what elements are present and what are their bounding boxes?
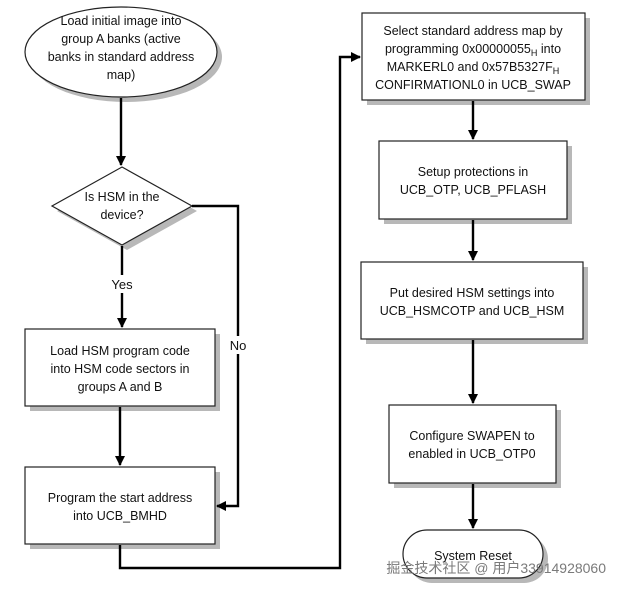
swapen-line-2: enabled in UCB_OTP0 (408, 447, 535, 461)
setup-protections-box: Setup protections in UCB_OTP, UCB_PFLASH (378, 140, 572, 224)
select-address-map-text: Select standard address map by programmin… (375, 24, 571, 92)
configure-swapen-box: Configure SWAPEN to enabled in UCB_OTP0 (388, 404, 561, 488)
text-segment: MARKERL0 and 0x57B5327F (387, 60, 553, 74)
system-reset-terminal: System Reset (402, 529, 548, 583)
start-line-4: map) (107, 68, 135, 82)
start-terminal-text: Load initial image into group A banks (ac… (48, 14, 195, 82)
watermark-text: 掘金技术社区 @ 用户3391492806​0 (386, 560, 606, 576)
swapen-line-1: Configure SWAPEN to (409, 429, 534, 443)
hsm-settings-line-2: UCB_HSMCOTP and UCB_HSM (380, 304, 565, 318)
load-hsm-code-text: Load HSM program code into HSM code secto… (50, 344, 190, 394)
load-hsm-line-3: groups A and B (78, 380, 163, 394)
program-start-line-2: into UCB_BMHD (73, 509, 167, 523)
decision-hsm-line-2: device? (100, 208, 143, 222)
load-hsm-line-2: into HSM code sectors in (51, 362, 190, 376)
subscript: H (553, 66, 560, 76)
edge-program-to-select (118, 51, 362, 570)
text-segment: into (537, 42, 561, 56)
protections-line-2: UCB_OTP, UCB_PFLASH (400, 183, 546, 197)
hsm-decision-text: Is HSM in the device? (84, 190, 159, 222)
start-line-2: group A banks (active (61, 32, 181, 46)
text-segment: Select standard address map by (383, 24, 563, 38)
start-terminal: Load initial image into group A banks (ac… (24, 6, 222, 102)
load-hsm-code-box: Load HSM program code into HSM code secto… (24, 328, 220, 411)
select-map-line-2: programming 0x00000055H into (385, 42, 561, 58)
protections-line-1: Setup protections in (418, 165, 529, 179)
setup-protections-text: Setup protections in UCB_OTP, UCB_PFLASH (400, 165, 546, 197)
start-line-3: banks in standard address (48, 50, 195, 64)
configure-swapen-text: Configure SWAPEN to enabled in UCB_OTP0 (408, 429, 535, 461)
load-hsm-line-1: Load HSM program code (50, 344, 190, 358)
decision-hsm-line-1: Is HSM in the (84, 190, 159, 204)
select-map-line-4: CONFIRMATIONL0 in UCB_SWAP (375, 78, 571, 92)
reset-line-1: System Reset (434, 549, 512, 563)
select-address-map-box: Select standard address map by programmin… (361, 12, 590, 105)
yes-label-bg (104, 275, 140, 293)
subscript: H (531, 48, 538, 58)
program-start-line-1: Program the start address (48, 491, 193, 505)
program-start-address-text: Program the start address into UCB_BMHD (48, 491, 193, 523)
text-segment: CONFIRMATIONL0 in UCB_SWAP (375, 78, 571, 92)
start-line-1: Load initial image into (61, 14, 182, 28)
no-label-bg (227, 336, 253, 354)
select-map-line-3: MARKERL0 and 0x57B5327FH (387, 60, 560, 76)
hsm-decision: Is HSM in the device? (50, 166, 197, 250)
edge-decision-no (192, 204, 240, 512)
select-map-line-1: Select standard address map by (383, 24, 563, 38)
hsm-settings-line-1: Put desired HSM settings into (390, 286, 555, 300)
text-segment: programming 0x00000055 (385, 42, 531, 56)
program-start-address-box: Program the start address into UCB_BMHD (24, 466, 220, 549)
edge-label-no: No (230, 338, 247, 353)
system-reset-text: System Reset (434, 549, 512, 563)
edge-label-yes: Yes (111, 277, 133, 292)
